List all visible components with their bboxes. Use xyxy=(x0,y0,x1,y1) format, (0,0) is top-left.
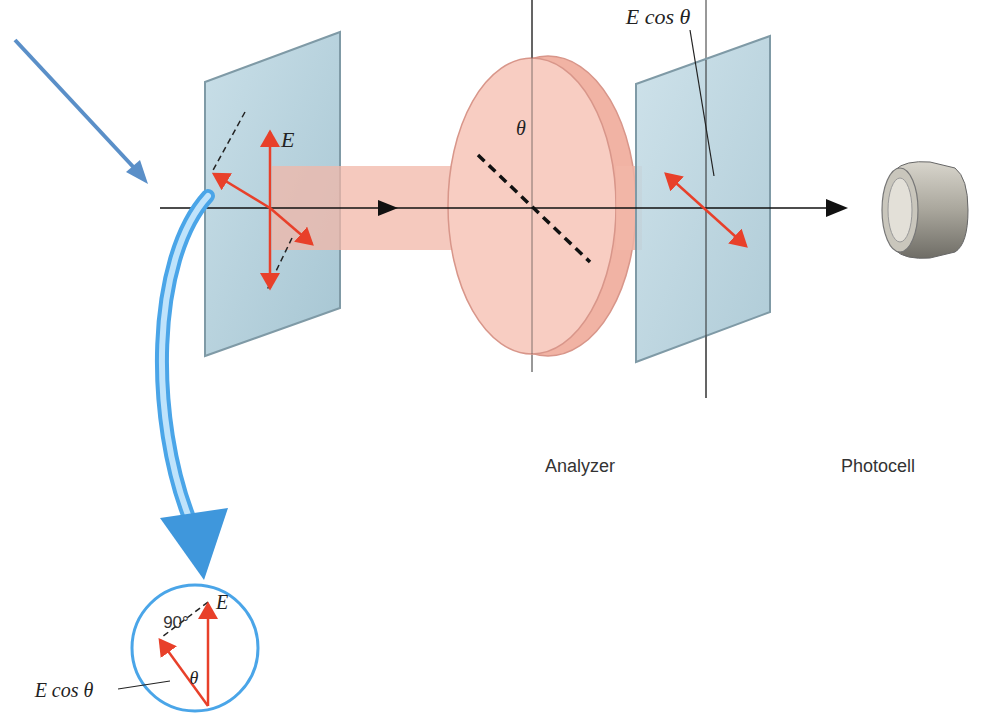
angle-label: θ xyxy=(516,118,526,138)
part-name: Photocell xyxy=(841,457,915,475)
field-label: E xyxy=(216,592,228,612)
field-label: E xyxy=(281,129,294,151)
angle-label: θ xyxy=(190,669,199,687)
component-label: E cos θ xyxy=(35,680,94,700)
part-name: Analyzer xyxy=(545,457,615,475)
component-label: E cos θ xyxy=(626,6,691,28)
angle-label: 90° xyxy=(163,614,189,631)
